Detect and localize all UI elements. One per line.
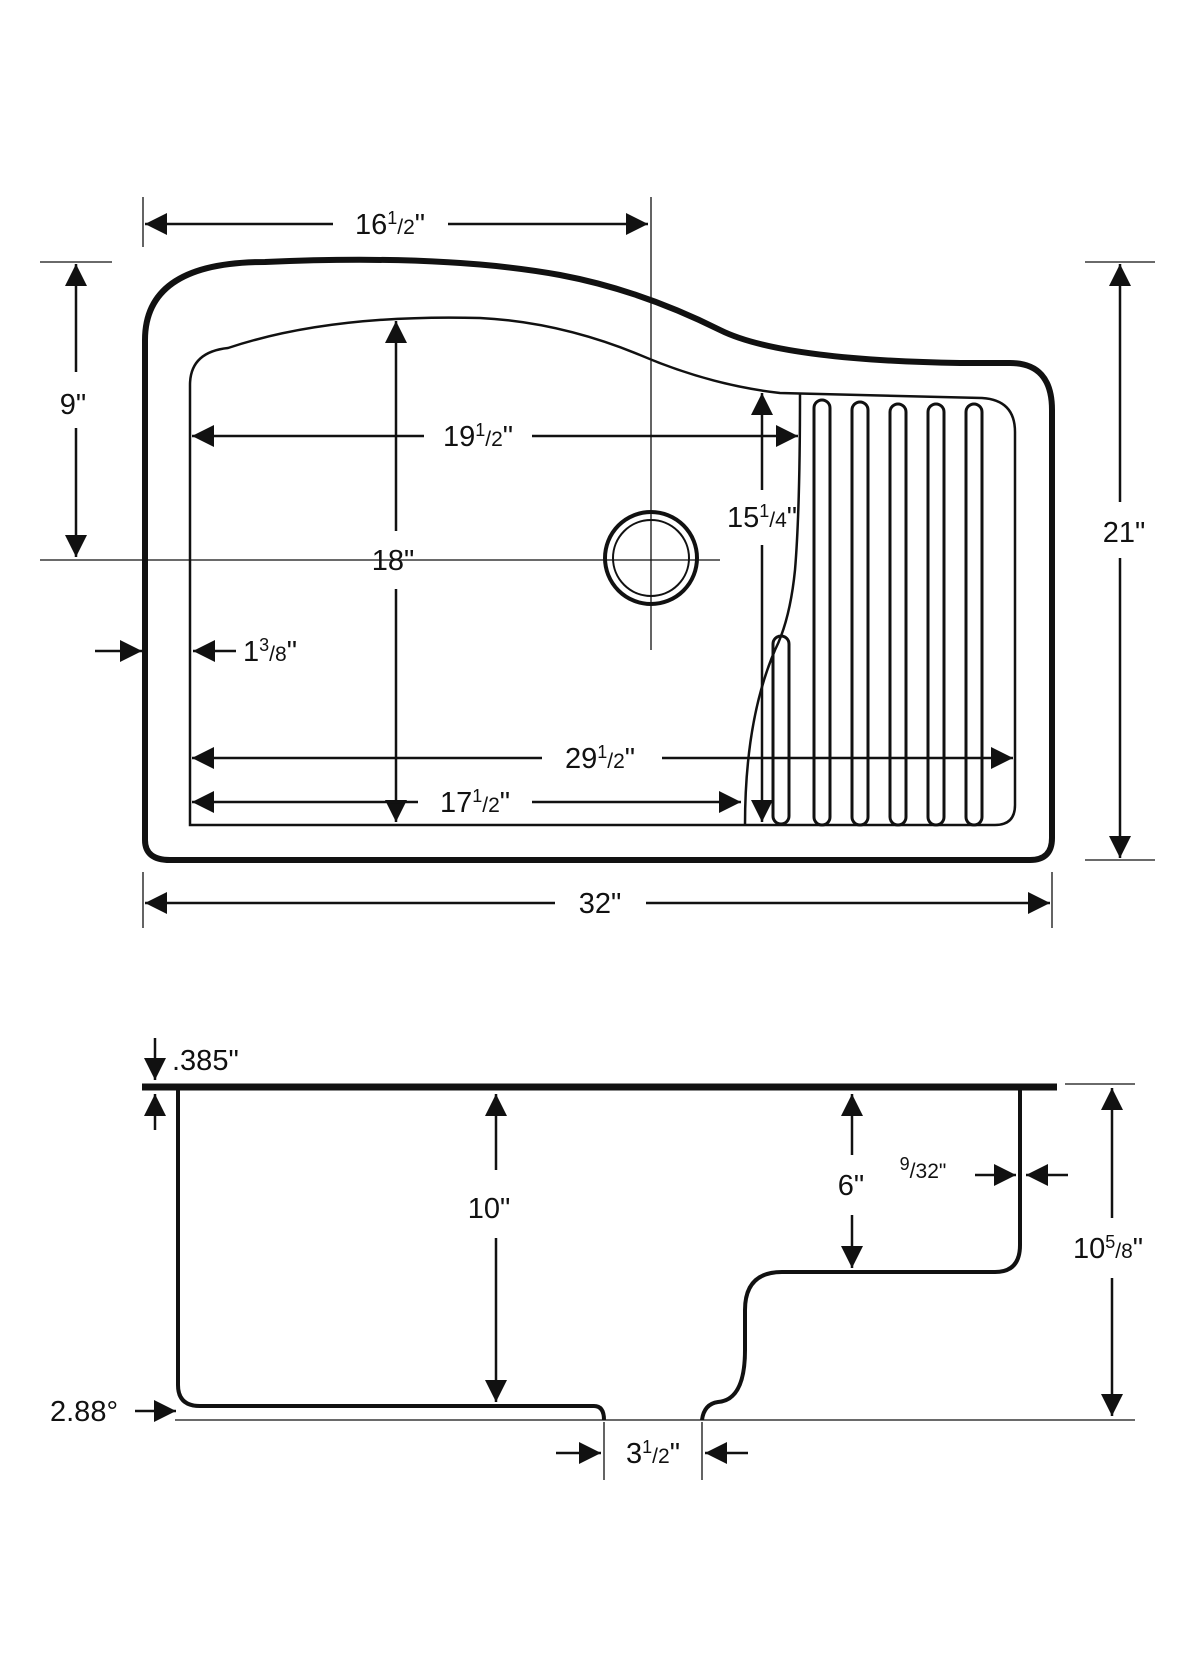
dim-label-section-bowl-depth: 10" bbox=[468, 1193, 511, 1225]
dim-label-wall-thickness: 9/32" bbox=[900, 1154, 947, 1183]
sink-inner-outline bbox=[188, 316, 1017, 827]
groove bbox=[926, 402, 946, 827]
groove bbox=[771, 634, 791, 826]
dim-label-overall-length: 32" bbox=[579, 888, 622, 920]
drainboard-grooves bbox=[771, 398, 984, 827]
dim-label-overall-depth: 105/8" bbox=[1073, 1232, 1143, 1265]
dim-label-rim: 13/8" bbox=[243, 635, 297, 668]
drainboard-edge bbox=[743, 392, 802, 826]
dim-label-bowl-width: 191/2" bbox=[443, 420, 513, 453]
groove bbox=[850, 400, 870, 827]
dimension-lines bbox=[65, 213, 1131, 914]
dim-label-flange-thickness: .385" bbox=[172, 1045, 239, 1077]
extension-lines bbox=[40, 197, 1155, 928]
dim-label-inner-length: 291/2" bbox=[565, 742, 635, 775]
section-dimension-lines bbox=[135, 1038, 1123, 1464]
groove bbox=[888, 402, 908, 827]
dim-label-bowl-depth: 18" bbox=[372, 545, 415, 577]
plan-view: 161/2" 9" 21" 191/2" 18" 151/4" 13/8" 29… bbox=[40, 197, 1155, 928]
dim-label-right-height: 21" bbox=[1103, 517, 1146, 549]
dim-label-bowl-bottom-width: 171/2" bbox=[440, 786, 510, 819]
dim-label-step-depth: 6" bbox=[838, 1170, 864, 1202]
dim-label-drainboard-depth: 151/4" bbox=[727, 501, 797, 534]
section-view: .385" 10" 6" 9/32" 105/8" 2.88° 31/2" bbox=[50, 1038, 1143, 1480]
dim-label-left-height: 9" bbox=[60, 389, 86, 421]
sink-outer-outline bbox=[142, 256, 1055, 863]
dim-label-drain-width: 31/2" bbox=[626, 1437, 680, 1470]
groove bbox=[964, 402, 984, 827]
dim-label-draft-angle: 2.88° bbox=[50, 1396, 118, 1428]
section-extension-lines bbox=[175, 1083, 1135, 1480]
groove bbox=[812, 398, 832, 827]
section-profile bbox=[176, 1090, 1022, 1421]
dim-label-top-width: 161/2" bbox=[355, 208, 425, 241]
